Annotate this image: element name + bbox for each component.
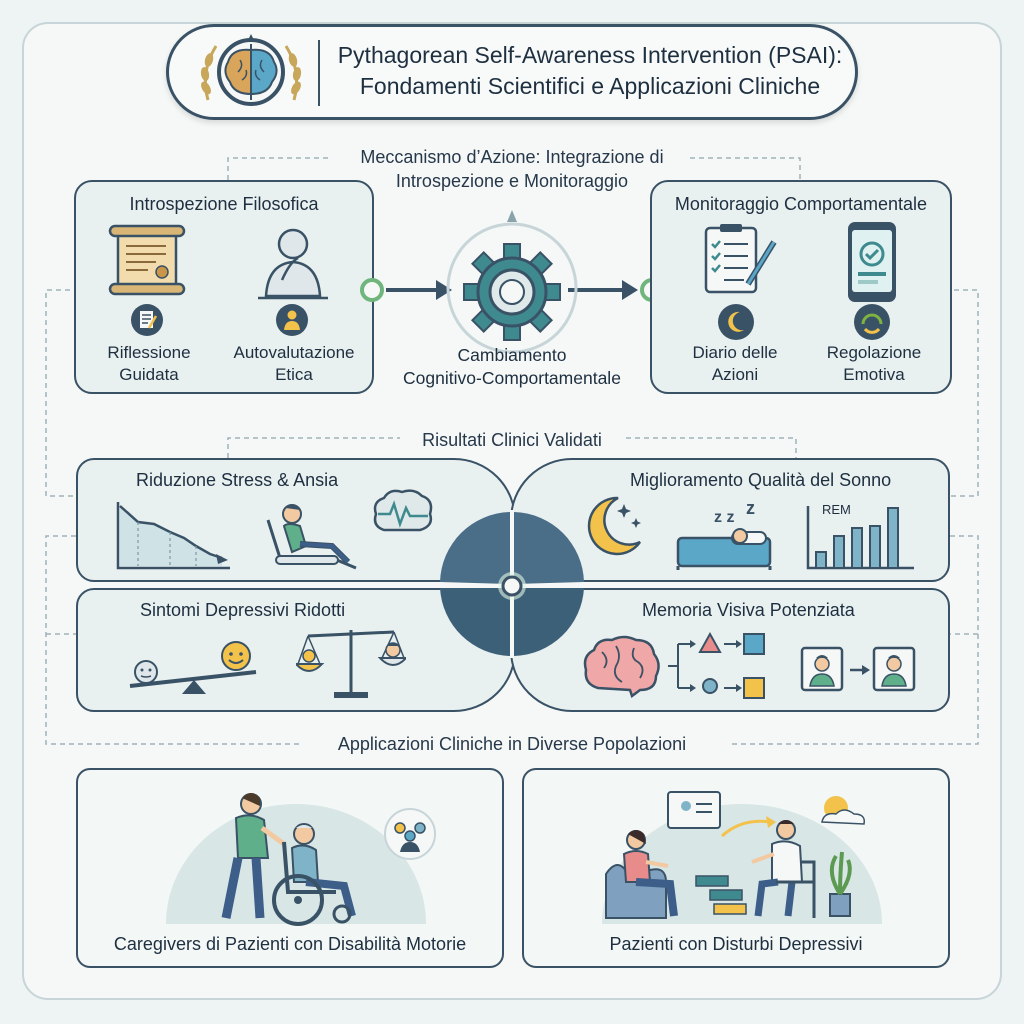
- cambiamento-line-2: Cognitivo-Comportamentale: [403, 368, 621, 388]
- sleeping-person-bed-icon: z z z: [676, 500, 772, 570]
- center-hub-circle: [438, 510, 586, 658]
- autovalutazione-etica-label: Autovalutazione Etica: [224, 342, 364, 386]
- mechanism-flow: [360, 210, 664, 354]
- diario-line-1: Diario delle: [692, 343, 778, 362]
- brain-icon: [583, 635, 660, 698]
- declining-chart-icon: [116, 502, 230, 570]
- thinking-person-icon: [258, 228, 328, 300]
- depression-result-title: Sintomi Depressivi Ridotti: [140, 600, 346, 620]
- results-section-label: Risultati Clinici Validati: [422, 430, 602, 450]
- gear-icon: [463, 243, 561, 341]
- balance-scale-icon: [296, 630, 406, 698]
- therapy-session-illustration: [602, 791, 882, 924]
- cambiamento-line-1: Cambiamento: [457, 345, 567, 365]
- rem-bar-chart: [806, 506, 914, 570]
- depressive-patients-label: Pazienti con Disturbi Depressivi: [609, 934, 863, 954]
- guided-reflection-icon: [131, 304, 163, 336]
- sleep-result-title: Miglioramento Qualità del Sonno: [630, 470, 892, 490]
- riflessione-line-2: Guidata: [119, 365, 179, 384]
- crescent-moon-stars-icon: [587, 496, 642, 556]
- flow-shapes-icon: [668, 631, 765, 699]
- scroll-icon: [108, 224, 186, 296]
- relaxing-person-icon: [266, 504, 357, 570]
- seesaw-faces-icon: [129, 641, 257, 694]
- rem-label: REM: [822, 502, 851, 517]
- introspezione-title: Introspezione Filosofica: [129, 194, 319, 214]
- brain-compass-logo-icon: [200, 34, 302, 106]
- diario-line-2: Azioni: [711, 365, 759, 384]
- checklist-pen-icon: [704, 224, 777, 294]
- brain-wave-icon: [373, 489, 433, 532]
- page-title: Pythagorean Self-Awareness Intervention …: [330, 40, 850, 102]
- caregiver-wheelchair-illustration: [166, 793, 426, 926]
- diario-azioni-label: Diario delle Azioni: [670, 342, 800, 386]
- title-divider: [318, 40, 320, 106]
- cambiamento-label: Cambiamento Cognitivo-Comportamentale: [372, 344, 652, 390]
- title-line-1: Pythagorean Self-Awareness Intervention …: [337, 42, 843, 68]
- stress-result-title: Riduzione Stress & Ansia: [136, 470, 339, 490]
- svg-text:z: z: [746, 500, 755, 518]
- svg-text:z z: z z: [714, 509, 734, 526]
- emotion-regulation-icon: [854, 304, 890, 340]
- mechanism-label-line-1: Meccanismo d’Azione: Integrazione di: [360, 147, 664, 167]
- riflessione-line-1: Riflessione: [107, 343, 191, 362]
- ethical-self-assessment-icon: [276, 304, 308, 336]
- title-line-2: Fondamenti Scientifici e Applicazioni Cl…: [359, 73, 821, 99]
- riflessione-guidata-label: Riflessione Guidata: [84, 342, 214, 386]
- smartphone-icon: [848, 222, 896, 302]
- depression-result-card: [76, 588, 516, 712]
- support-group-icon: [384, 808, 436, 860]
- moon-icon: [718, 304, 754, 340]
- mechanism-label-line-2: Introspezione e Monitoraggio: [395, 171, 629, 191]
- mechanism-section-label: Meccanismo d’Azione: Integrazione di Int…: [300, 145, 724, 193]
- face-recognition-icon: [800, 646, 916, 692]
- autovalutazione-line-2: Etica: [275, 365, 313, 384]
- monitoraggio-title: Monitoraggio Comportamentale: [674, 194, 928, 214]
- regolazione-line-1: Regolazione: [826, 343, 922, 362]
- monitoraggio-box: [650, 180, 952, 394]
- caregivers-label: Caregivers di Pazienti con Disabilità Mo…: [113, 934, 467, 954]
- regolazione-line-2: Emotiva: [843, 365, 905, 384]
- memory-result-title: Memoria Visiva Potenziata: [642, 600, 855, 620]
- regolazione-emotiva-label: Regolazione Emotiva: [806, 342, 942, 386]
- applications-section-label: Applicazioni Cliniche in Diverse Popolaz…: [337, 734, 687, 754]
- autovalutazione-line-1: Autovalutazione: [233, 343, 355, 362]
